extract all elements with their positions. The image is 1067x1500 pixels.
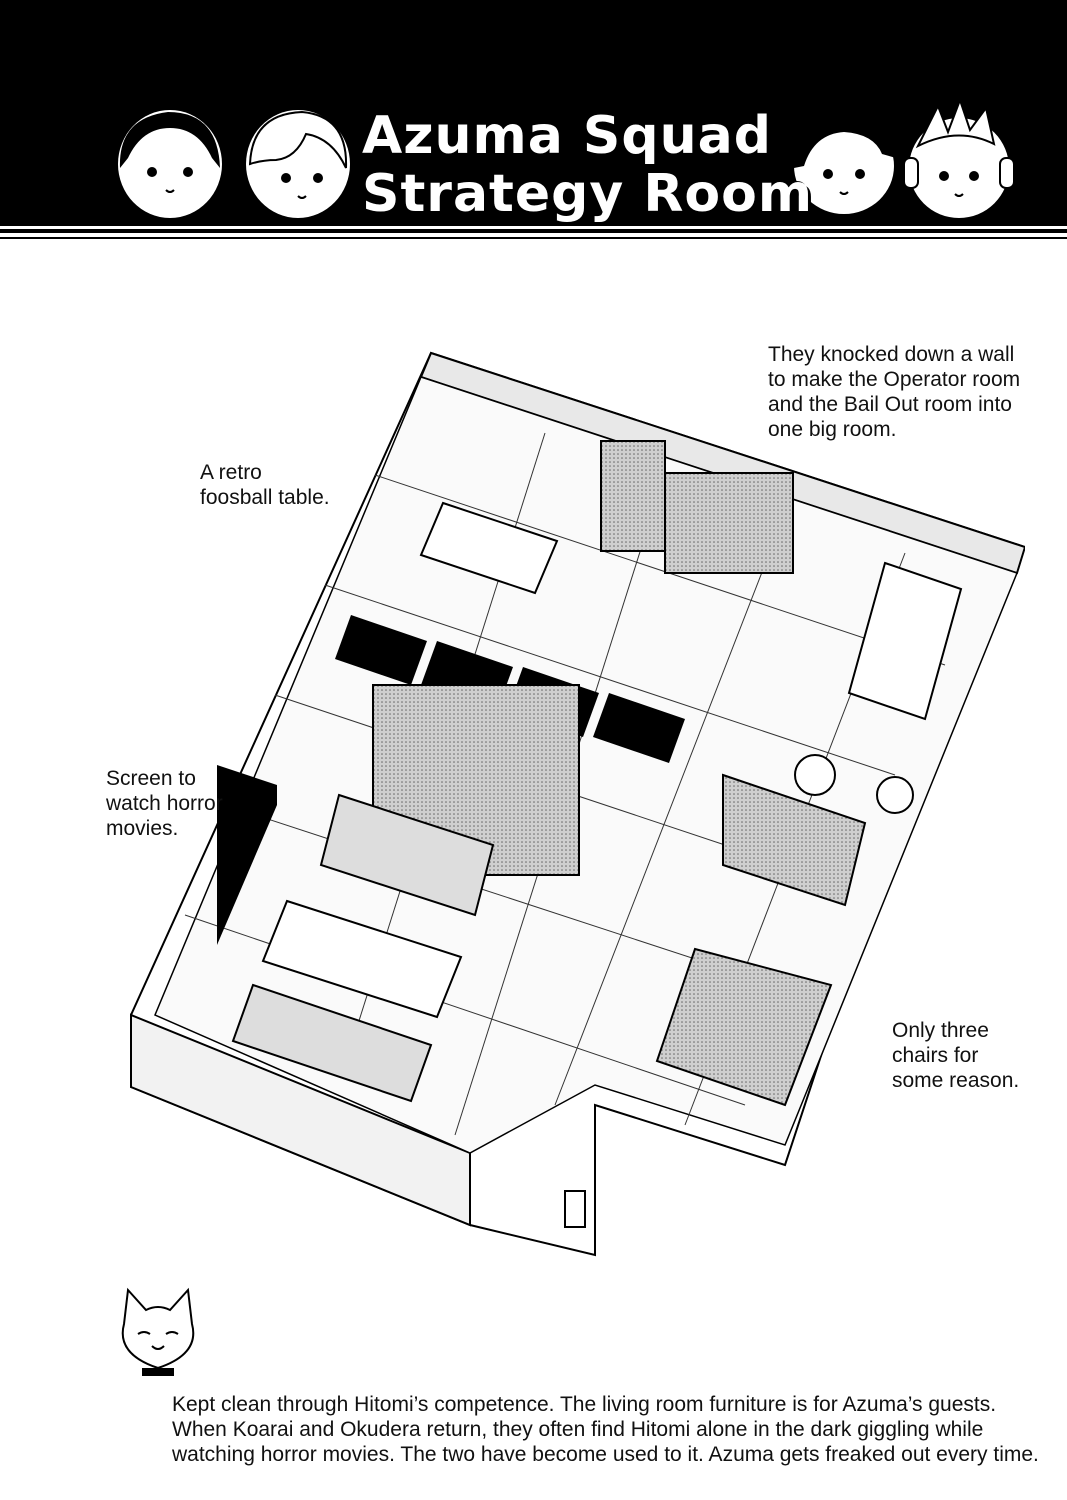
page-title-line-2: Strategy Room [362,164,814,224]
cat-mascot-icon [121,1287,195,1376]
callout-screen: Screen to watch horror movies. [106,767,223,840]
room-floorplan-illustration [130,351,1025,1257]
character-face-right-1 [793,109,896,214]
footer-description: Kept clean through Hitomi’s competence. … [172,1393,1039,1466]
callout-wall: They knocked down a wall to make the Ope… [768,343,1021,441]
header-banner: Azuma Squad Strategy Room [0,0,1067,226]
page-title-line-1: Azuma Squad [362,106,772,166]
header-rule-thick [0,229,1067,233]
character-face-left-1 [118,110,222,218]
character-face-right-2 [903,97,1015,218]
callout-chairs: Only three chairs for some reason. [892,1019,1020,1092]
character-face-left-2 [246,110,350,218]
callout-foosball: A retro foosball table. [200,461,330,509]
header-rule-thin [0,237,1067,239]
